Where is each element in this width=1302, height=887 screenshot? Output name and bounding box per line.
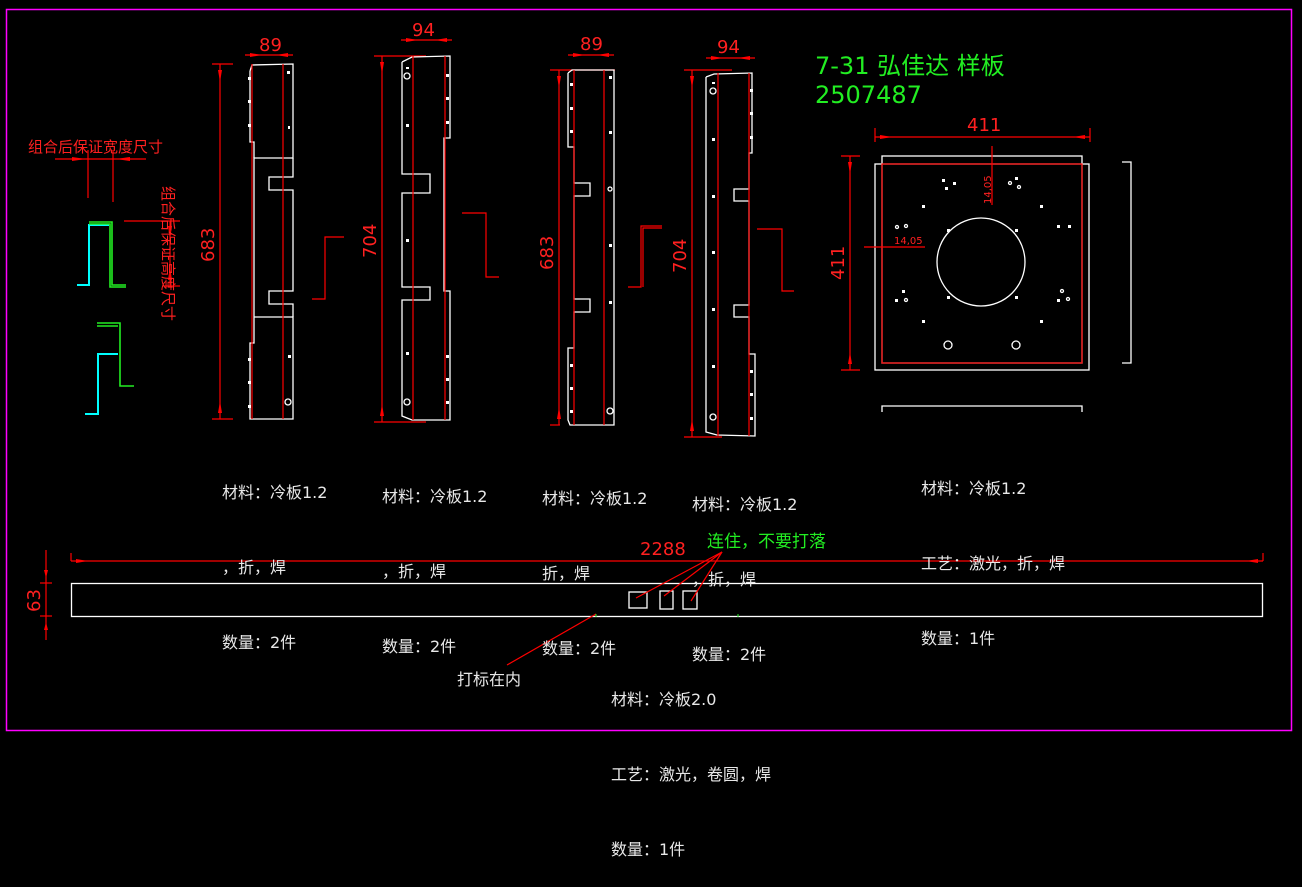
part-1-quantity: 数量：2件 [222, 633, 297, 652]
part-4-notes: 材料：冷板1.2 ，折，焊 数量：2件 [692, 442, 797, 692]
part-6-callout: 连住，不要打落 [707, 532, 826, 552]
part-5-quantity: 数量：1件 [921, 629, 996, 648]
part-6-quantity: 数量：1件 [611, 840, 686, 859]
legend-width-note: 组合后保证宽度尺寸 [28, 138, 163, 156]
part-3-process: 折，焊 [542, 564, 591, 583]
part-5-width-dim: 411 [967, 115, 1001, 136]
part-6-material: 材料：冷板2.0 [611, 690, 717, 709]
part-2-drawing [374, 38, 499, 423]
part-4-width-dim: 94 [717, 37, 740, 58]
part-6-mark-note: 打标在内 [457, 670, 522, 689]
part-3-notes: 材料：冷板1.2 折，焊 数量：2件 [542, 436, 647, 686]
part-5-process: 工艺：激光，折，焊 [921, 554, 1066, 573]
part-5-notes: 材料：冷板1.2 工艺：激光，折，焊 数量：1件 [921, 426, 1065, 676]
part-4-process: ，折，焊 [692, 570, 757, 589]
part-3-height-dim: 683 [537, 236, 558, 270]
part-1-process: ，折，焊 [222, 558, 287, 577]
part-4-height-dim: 704 [670, 239, 691, 273]
part-5-height-dim: 411 [828, 246, 849, 280]
part-2-material: 材料：冷板1.2 [382, 487, 488, 506]
part-5-offset-dim-top: 14,05 [983, 175, 994, 204]
part-1-height-dim: 683 [198, 228, 219, 262]
legend-profile-exploded [85, 322, 134, 415]
order-number: 2507487 [815, 81, 922, 109]
part-3-drawing [550, 53, 662, 426]
part-4-quantity: 数量：2件 [692, 645, 767, 664]
part-1-notes: 材料：冷板1.2 ，折，焊 数量：2件 [222, 430, 327, 680]
part-5-material: 材料：冷板1.2 [921, 479, 1027, 498]
part-6-height-dim: 63 [24, 589, 45, 612]
part-4-material: 材料：冷板1.2 [692, 495, 798, 514]
part-2-width-dim: 94 [412, 20, 435, 41]
part-1-width-dim: 89 [259, 35, 282, 56]
part-2-height-dim: 704 [360, 224, 381, 258]
part-4-drawing [684, 56, 794, 438]
part-3-width-dim: 89 [580, 34, 603, 55]
part-3-material: 材料：冷板1.2 [542, 489, 648, 508]
part-1-material: 材料：冷板1.2 [222, 483, 328, 502]
part-1-drawing [212, 53, 344, 420]
part-2-quantity: 数量：2件 [382, 637, 457, 656]
part-2-notes: 材料：冷板1.2 ，折，焊 数量：2件 [382, 434, 487, 684]
part-5-drawing [841, 128, 1132, 412]
part-5-offset-dim-left: 14,05 [894, 236, 923, 247]
drawing-title: 7-31 弘佳达 样板 [815, 52, 1005, 80]
part-6-drawing [40, 550, 1264, 666]
legend-height-dimension [124, 220, 180, 287]
legend-width-dimension [55, 150, 146, 202]
legend-profile-assembled [77, 221, 126, 288]
part-6-process: 工艺：激光，卷圆，焊 [611, 765, 772, 784]
cad-drawing-canvas: 组合后保证宽度尺寸 组合后保证高度尺寸 89 [5, 8, 1293, 732]
part-3-quantity: 数量：2件 [542, 639, 617, 658]
sheet-border [5, 8, 1293, 732]
legend-height-note: 组合后保证高度尺寸 [159, 186, 177, 321]
part-6-length-dim: 2288 [640, 539, 686, 560]
part-2-process: ，折，焊 [382, 562, 447, 581]
part-6-notes: 材料：冷板2.0 工艺：激光，卷圆，焊 数量：1件 [611, 637, 771, 887]
